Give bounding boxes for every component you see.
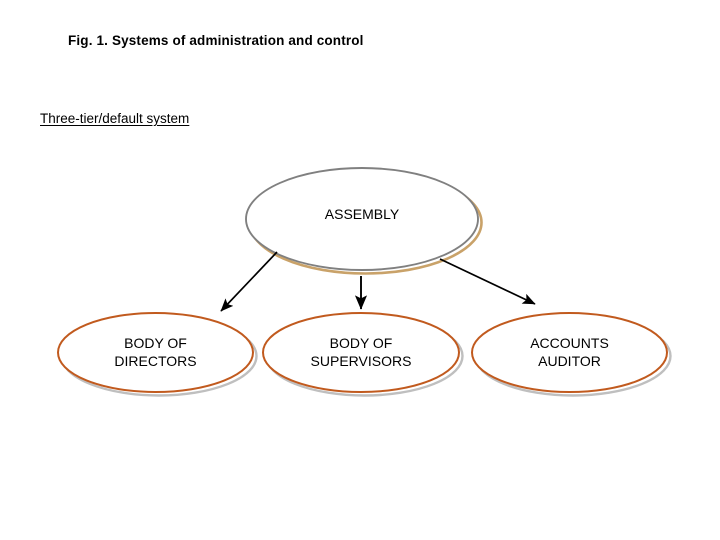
assembly-ellipse — [245, 167, 479, 271]
node-assembly[interactable] — [245, 167, 483, 275]
body-of-supervisors-ellipse — [262, 312, 460, 393]
page-title: Fig. 1. Systems of administration and co… — [68, 33, 364, 48]
edge-assembly-to-auditor[interactable] — [439, 258, 536, 305]
edge-assembly-to-directors[interactable] — [220, 251, 278, 312]
node-accounts-auditor[interactable] — [471, 312, 672, 397]
accounts-auditor-ellipse — [471, 312, 668, 393]
body-of-directors-ellipse — [57, 312, 254, 393]
section-label: Three-tier/default system — [40, 111, 190, 126]
node-body-of-supervisors[interactable] — [262, 312, 464, 397]
node-body-of-directors[interactable] — [57, 312, 258, 397]
